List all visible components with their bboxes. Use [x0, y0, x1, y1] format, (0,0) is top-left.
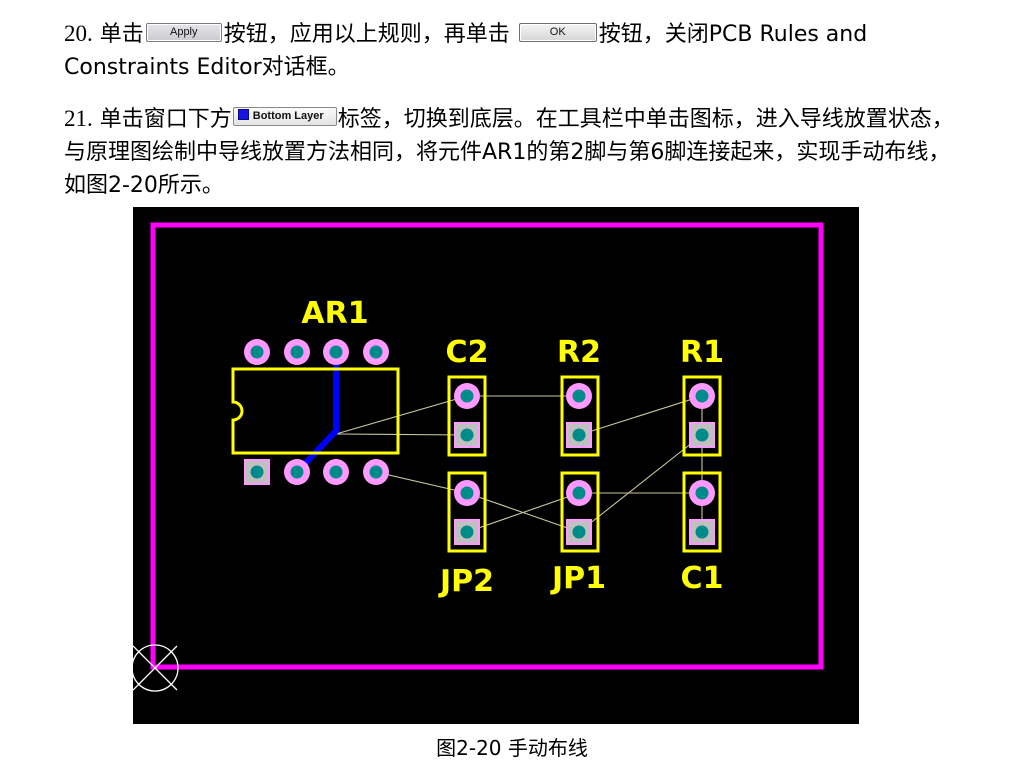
jp2-outline	[447, 471, 487, 553]
c2-outline	[447, 375, 487, 457]
pad-square	[689, 422, 715, 448]
step-20-text-c: 按钮，关闭PCB Rules and Constraints Editor对话框…	[64, 22, 868, 80]
designator-ar1: AR1	[301, 296, 368, 331]
board-outline	[150, 222, 824, 670]
origin-marker-icon	[133, 644, 179, 692]
layer-color-swatch-icon	[237, 108, 249, 120]
designators: AR1 C2 R2 R1 JP2 JP1 C1	[301, 296, 724, 599]
designator-c1: C1	[681, 561, 724, 596]
step-21-text-a: 单击窗口下方	[92, 107, 232, 132]
pcb-figure: AR1 C2 R2 R1 JP2 JP1 C1	[133, 207, 859, 724]
pad-round	[284, 339, 310, 365]
pad-square	[566, 519, 592, 545]
step-20-number: 20.	[64, 21, 93, 46]
bottom-layer-tab: Bottom Layer	[232, 106, 337, 126]
pad-round	[244, 339, 270, 365]
pad-square	[454, 422, 480, 448]
ratsnest-lines	[335, 395, 703, 533]
r1-outline	[682, 375, 722, 457]
pad-round	[566, 383, 592, 409]
designator-r1: R1	[680, 335, 724, 370]
step-20-text-a: 单击	[92, 22, 144, 47]
pad-square	[689, 519, 715, 545]
pad-round	[323, 339, 349, 365]
pad-square	[566, 422, 592, 448]
pad-round	[323, 459, 349, 485]
pad-square	[244, 459, 270, 485]
figure-caption: 图2-20 手动布线	[436, 736, 588, 760]
ar1-body-outline	[231, 367, 400, 455]
silkscreen	[231, 367, 722, 553]
jp1-outline	[560, 471, 600, 553]
step-21-text-b: 标签，切换到底层。在工具栏中单击图标，进入导线放置状态，与原理图绘制中导线放置方…	[64, 107, 954, 198]
designator-jp2: JP2	[438, 564, 494, 599]
pad-square	[454, 519, 480, 545]
pad-round	[689, 480, 715, 506]
pad-round	[454, 383, 480, 409]
pad-round	[566, 480, 592, 506]
step-20-text-b: 按钮，应用以上规则，再单击	[223, 22, 517, 47]
pad-round	[363, 459, 389, 485]
r2-outline	[560, 375, 600, 457]
designator-r2: R2	[557, 335, 601, 370]
c1-outline	[682, 471, 722, 553]
pad-round	[284, 459, 310, 485]
designator-c2: C2	[446, 335, 489, 370]
apply-button: Apply	[145, 22, 222, 42]
ok-button: OK	[518, 22, 597, 42]
bottom-layer-track	[294, 349, 339, 475]
pad-round	[689, 383, 715, 409]
designator-jp1: JP1	[550, 561, 606, 596]
pad-round	[454, 480, 480, 506]
bottom-layer-tab-label: Bottom Layer	[252, 109, 324, 122]
step-21-number: 21.	[64, 106, 93, 131]
pcb-board: AR1 C2 R2 R1 JP2 JP1 C1	[133, 222, 824, 692]
component-pads	[244, 339, 715, 545]
pad-round	[363, 339, 389, 365]
